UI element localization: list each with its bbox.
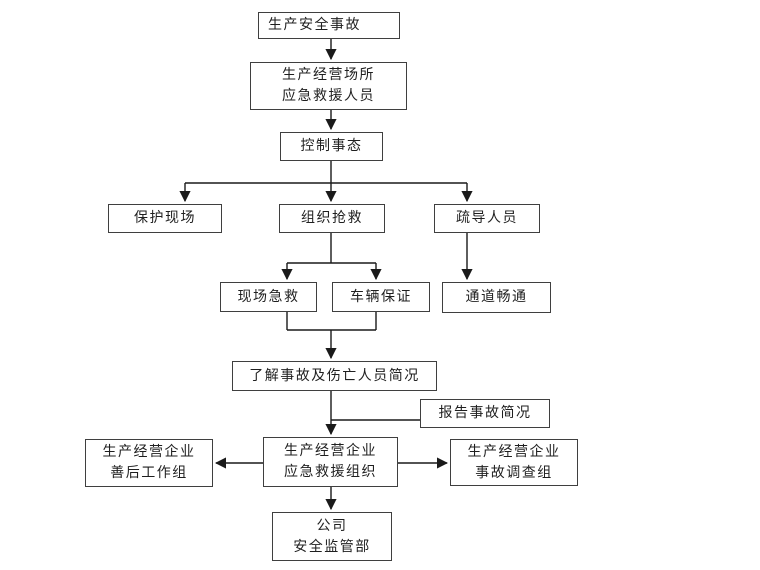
node-label-line1: 生产经营企业	[284, 443, 377, 459]
node-label: 现场急救	[237, 288, 300, 305]
node-evacuate-people: 疏导人员	[434, 204, 540, 233]
node-label: 疏导人员	[456, 210, 518, 226]
node-label-line2: 事故调查组	[475, 464, 553, 481]
node-label-line1: 生产经营企业	[467, 443, 561, 460]
node-label-line2: 善后工作组	[110, 465, 188, 481]
node-label: 生产安全事故	[268, 17, 361, 33]
node-label: 保护现场	[134, 210, 196, 226]
node-report-accident-brief: 报告事故简况	[420, 399, 550, 428]
node-site-emergency-rescuers: 生产经营场所 应急救援人员	[250, 62, 407, 110]
node-label-line2: 应急救援人员	[282, 88, 375, 104]
node-control-situation: 控制事态	[280, 132, 383, 161]
node-onsite-first-aid: 现场急救	[220, 282, 317, 312]
node-company-safety-dept: 公司 安全监管部	[272, 512, 392, 561]
node-label-line2: 应急救援组织	[284, 464, 377, 480]
node-label: 通道畅通	[465, 289, 528, 305]
node-emergency-rescue-org: 生产经营企业 应急救援组织	[263, 437, 398, 487]
node-label-line1: 公司	[316, 517, 348, 534]
node-casualty-brief: 了解事故及伤亡人员简况	[232, 361, 437, 391]
node-label: 组织抢救	[301, 210, 363, 226]
node-clear-channel: 通道畅通	[442, 282, 551, 313]
node-organize-rescue: 组织抢救	[279, 204, 385, 233]
node-aftermath-workgroup: 生产经营企业 善后工作组	[85, 439, 213, 487]
node-protect-scene: 保护现场	[108, 204, 222, 233]
node-accident-investigation-group: 生产经营企业 事故调查组	[450, 439, 578, 486]
node-label: 控制事态	[300, 138, 363, 154]
node-label: 车辆保证	[350, 288, 412, 305]
node-label: 报告事故简况	[438, 405, 532, 421]
node-label: 了解事故及伤亡人员简况	[249, 367, 420, 384]
node-vehicle-guarantee: 车辆保证	[332, 282, 430, 312]
node-label-line1: 生产经营企业	[102, 444, 196, 460]
node-production-safety-accident: 生产安全事故	[258, 12, 400, 39]
node-label-line1: 生产经营场所	[282, 67, 375, 83]
node-label-line2: 安全监管部	[293, 538, 371, 555]
